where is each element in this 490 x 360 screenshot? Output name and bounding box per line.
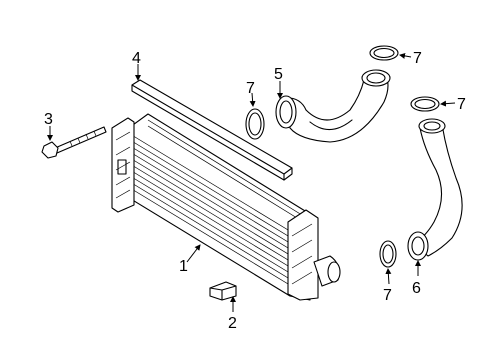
o-ring-middle xyxy=(245,108,265,140)
callout-7-top: 7 xyxy=(413,50,422,67)
intercooler xyxy=(111,113,341,301)
bolt xyxy=(41,126,107,159)
callout-5: 5 xyxy=(274,66,283,83)
seal-strip xyxy=(131,79,293,181)
o-ring-right xyxy=(410,96,440,112)
o-ring-bottom xyxy=(379,240,397,268)
right-hose xyxy=(407,118,463,261)
callout-4: 4 xyxy=(132,50,141,67)
bracket-clip xyxy=(209,281,237,301)
leader-lines xyxy=(47,52,456,312)
callout-6: 6 xyxy=(412,280,421,297)
o-ring-top xyxy=(369,45,399,61)
callout-1: 1 xyxy=(179,258,188,275)
callout-7-bottom: 7 xyxy=(383,287,392,304)
cooler-fins xyxy=(129,119,311,291)
upper-hose xyxy=(275,69,391,143)
callout-2: 2 xyxy=(228,315,237,332)
callout-7-right: 7 xyxy=(457,96,466,113)
callout-7-middle: 7 xyxy=(246,80,255,97)
callout-3: 3 xyxy=(44,111,53,128)
